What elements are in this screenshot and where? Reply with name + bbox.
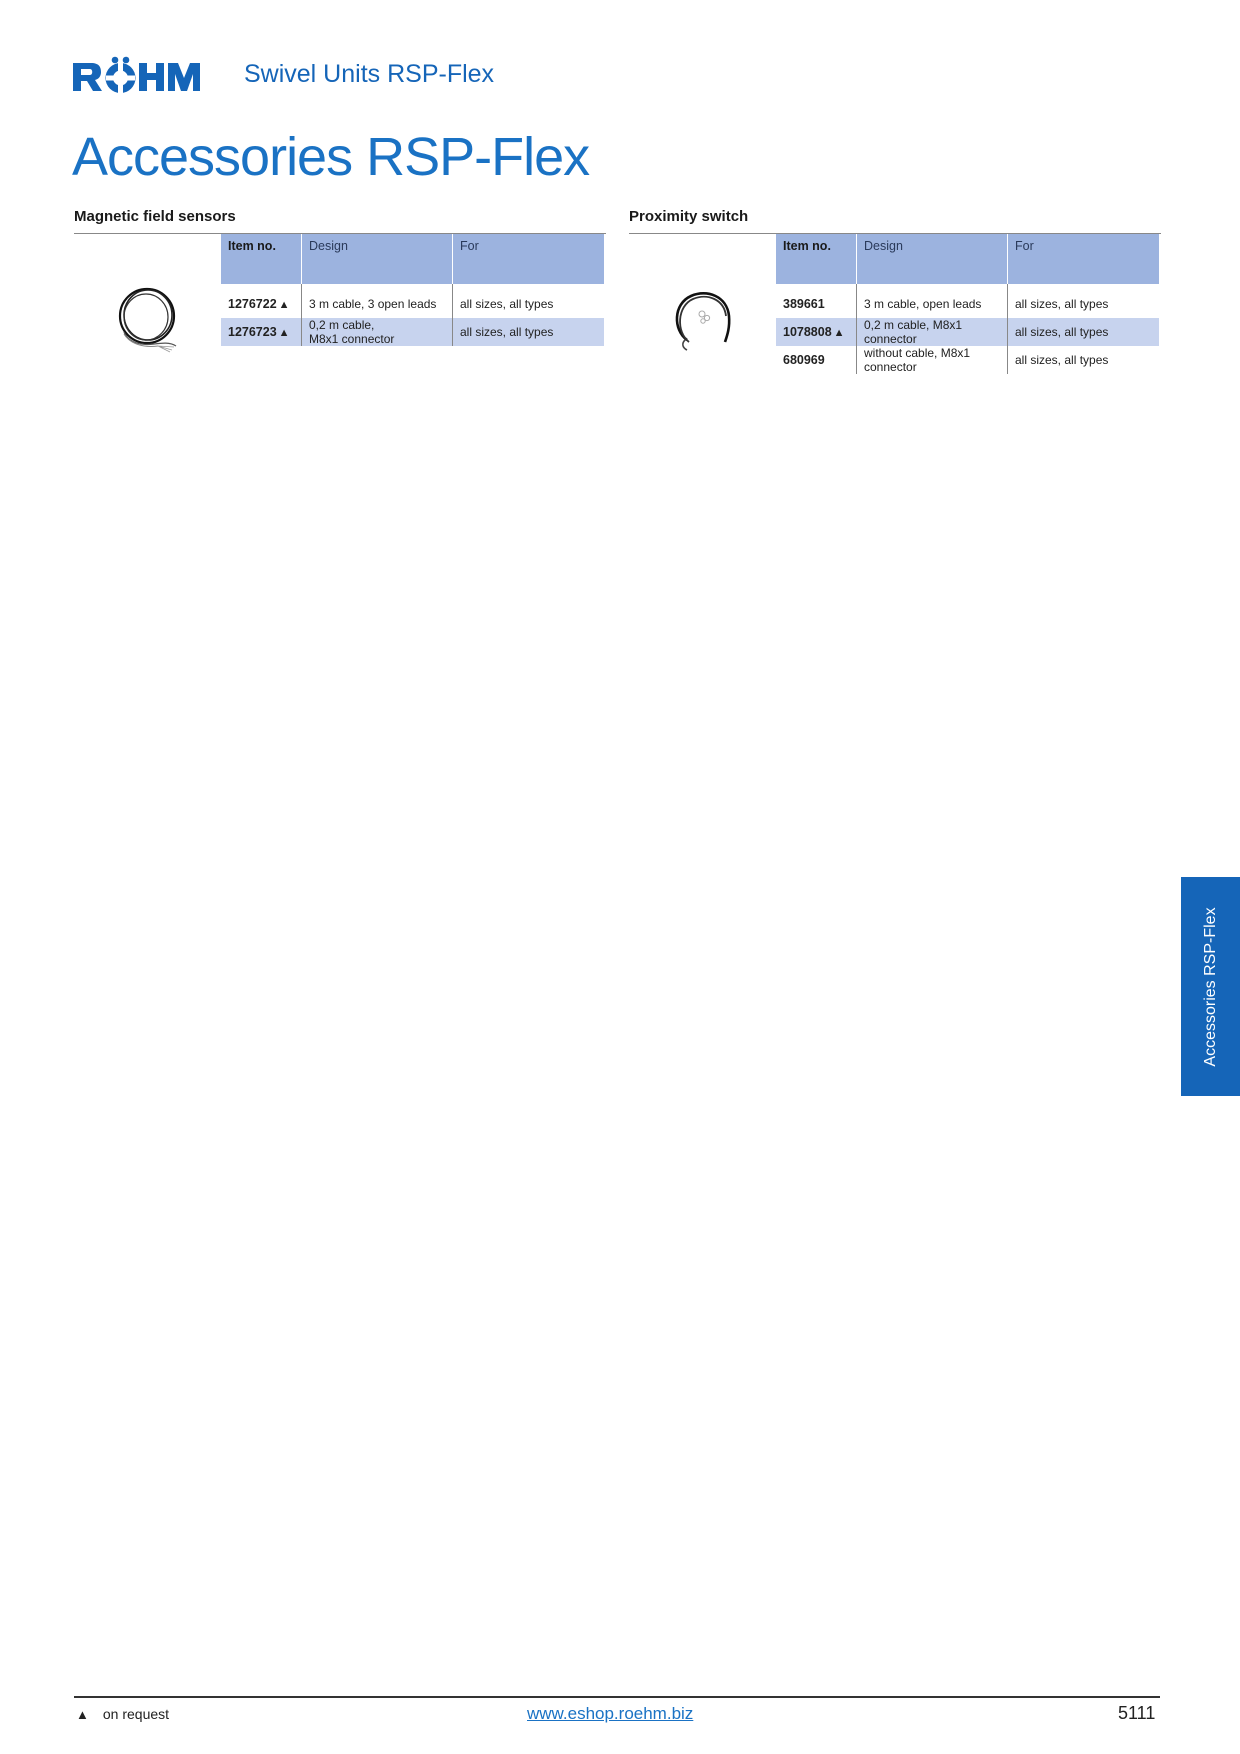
- item-number-cell: 389661: [783, 296, 825, 311]
- section-body: Item no. Design For 389661 3 m cable, op…: [629, 234, 1161, 374]
- roehm-logo-icon: [73, 56, 200, 93]
- footer-divider: [74, 1696, 1160, 1698]
- section-divider: [629, 233, 1161, 234]
- section-divider: [74, 233, 606, 234]
- item-number-cell: 1276723▲: [221, 318, 302, 346]
- for-cell: all sizes, all types: [452, 318, 604, 346]
- table-spacer: [221, 284, 604, 290]
- table-row: 1276722▲ 3 m cable, 3 open leads all siz…: [221, 290, 604, 318]
- design-cell: 3 m cable, open leads: [856, 290, 1008, 318]
- header-title: Swivel Units RSP-Flex: [244, 60, 495, 88]
- page-number: 5111: [1118, 1703, 1156, 1723]
- column-header-for: For: [1007, 234, 1159, 284]
- design-cell: 3 m cable, 3 open leads: [301, 290, 453, 318]
- spec-table: Item no. Design For 389661 3 m cable, op…: [776, 234, 1159, 374]
- item-number-cell: 1276722▲: [228, 296, 290, 311]
- cable-coil-icon: [114, 284, 186, 354]
- column-header-design: Design: [301, 234, 453, 284]
- section-heading: Proximity switch: [629, 208, 749, 225]
- item-number-cell: 680969: [783, 352, 825, 367]
- for-cell: all sizes, all types: [1007, 318, 1159, 346]
- column-header-design: Design: [856, 234, 1008, 284]
- for-cell: all sizes, all types: [1007, 290, 1159, 318]
- table-row: 389661 3 m cable, open leads all sizes, …: [776, 290, 1159, 318]
- column-header-item-no: Item no.: [221, 234, 302, 284]
- for-cell: all sizes, all types: [452, 290, 604, 318]
- footer-note: ▲ on request: [74, 1706, 169, 1722]
- table-row: 1276723▲ 0,2 m cable,M8x1 connector all …: [221, 318, 604, 346]
- item-number-cell: 1078808▲: [776, 318, 857, 346]
- side-tab-accessories[interactable]: Accessories RSP-Flex: [1181, 877, 1240, 1096]
- roehm-logo: [73, 56, 210, 96]
- section-proximity-switch: Proximity switch Item no. Design For: [629, 208, 1161, 374]
- design-cell: 0,2 m cable,M8x1 connector: [301, 318, 453, 346]
- on-request-marker: ▲: [833, 326, 845, 339]
- for-cell: all sizes, all types: [1007, 346, 1159, 374]
- section-body: Item no. Design For 1276722▲ 3 m cable, …: [74, 234, 606, 364]
- spec-table: Item no. Design For 1276722▲ 3 m cable, …: [221, 234, 604, 346]
- cable-coil-icon: [669, 284, 741, 354]
- eshop-link[interactable]: www.eshop.roehm.biz: [527, 1704, 694, 1723]
- footer-note-text: on request: [102, 1706, 170, 1722]
- on-request-marker: ▲: [278, 326, 290, 339]
- page-title: Accessories RSP-Flex: [72, 127, 590, 187]
- on-request-marker: ▲: [278, 298, 290, 311]
- section-heading: Magnetic field sensors: [74, 208, 236, 225]
- column-header-for: For: [452, 234, 604, 284]
- section-magnetic-field-sensors: Magnetic field sensors Item no. Design F…: [74, 208, 606, 364]
- on-request-marker: ▲: [76, 1707, 89, 1722]
- side-tab-label: Accessories RSP-Flex: [1201, 906, 1219, 1067]
- table-spacer: [776, 284, 1159, 290]
- column-header-item-no: Item no.: [776, 234, 857, 284]
